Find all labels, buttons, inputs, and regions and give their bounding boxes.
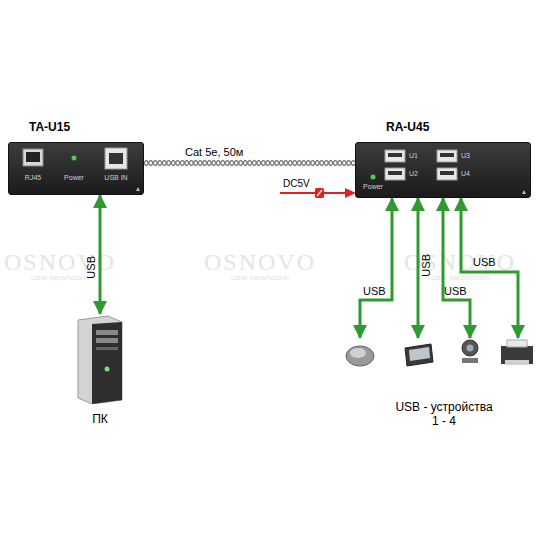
usb-link <box>100 195 101 314</box>
usb-link <box>443 198 470 338</box>
pc-drive <box>96 347 118 350</box>
devices-caption: USB - устройства 1 - 4 <box>391 401 497 429</box>
rj45-socket <box>26 152 40 162</box>
printer-tray <box>505 360 529 365</box>
usb-devices-node: USB - устройства 1 - 4 <box>335 338 535 438</box>
usb-link <box>418 198 419 338</box>
pc-front <box>92 322 122 404</box>
watermark-sub: cable transmission <box>0 274 160 282</box>
power-label: DC5V <box>283 178 310 190</box>
usb-a-port <box>437 168 457 180</box>
power-plug <box>315 188 324 198</box>
webcam-lens <box>467 345 474 352</box>
edge-label: USB <box>473 256 496 269</box>
port-label: U2 <box>409 170 423 178</box>
usb-a-port <box>385 168 405 180</box>
pc-label: ПК <box>70 413 130 427</box>
usb-line <box>360 198 392 338</box>
power-plug-mark <box>317 190 322 196</box>
port-label: U4 <box>461 170 475 178</box>
usb-line <box>99 195 102 314</box>
watermark: OSNOVO <box>0 249 160 277</box>
usb-link <box>360 198 392 338</box>
port-label: RJ45 <box>17 174 49 182</box>
power-arrow <box>280 188 356 198</box>
cable-strand <box>144 160 355 165</box>
power-led <box>72 156 77 161</box>
ta-u15-panel <box>9 143 145 196</box>
pc-led <box>105 367 110 372</box>
edge-label: Cat 5e, 50м <box>185 146 243 159</box>
corner-mark <box>522 190 526 194</box>
printer <box>501 346 533 364</box>
edge-label: USB <box>363 285 386 298</box>
device-title: RA-U45 <box>386 121 466 135</box>
watermark-sub: cable transmission <box>160 274 360 282</box>
pc-drive <box>96 330 118 335</box>
pc-side <box>78 316 122 404</box>
power-led <box>371 175 376 180</box>
scanner <box>405 344 433 366</box>
power-line <box>280 192 346 194</box>
port-label: USB IN <box>96 174 136 182</box>
watermark: OSNOVO <box>160 249 360 277</box>
ra-u45-panel <box>356 143 532 199</box>
corner-mark <box>136 187 140 191</box>
mouse <box>346 346 374 366</box>
usb-b-socket <box>109 153 123 164</box>
rj45-port <box>23 149 43 166</box>
mouse-shine <box>350 348 366 358</box>
usb-a-tongue <box>388 153 402 157</box>
device-title: TA-U15 <box>29 121 109 135</box>
usb-line <box>417 198 420 338</box>
usb-link <box>461 198 518 338</box>
edge-label: USB <box>419 254 432 277</box>
pc-node: ПК <box>70 314 130 429</box>
usb-a-port <box>437 150 457 162</box>
webcam-stand <box>462 358 478 363</box>
printer-paper <box>507 340 527 347</box>
usb-b-port <box>105 148 127 169</box>
usb-line <box>461 198 518 338</box>
cable-strand <box>144 160 355 165</box>
watermark-sub: cable transmission <box>360 274 540 282</box>
transmitter-box: TA-U15RJ45PowerUSB IN <box>8 142 144 195</box>
usb-devices <box>335 338 535 400</box>
usb-a-tongue <box>440 153 454 157</box>
pc-drive <box>96 338 118 343</box>
led-label: Power <box>57 174 91 182</box>
edge-label: USB <box>84 256 97 279</box>
receiver-box: RA-U45PowerU1U2U3U4 <box>355 142 531 198</box>
usb-a-tongue <box>388 171 402 175</box>
usb-a-port <box>385 150 405 162</box>
twisted-pair-cable <box>144 160 355 165</box>
scanner-glass <box>409 347 430 361</box>
usb-line <box>443 198 470 338</box>
usb-a-tongue <box>440 171 454 175</box>
port-label: U1 <box>409 152 423 160</box>
webcam <box>462 340 478 356</box>
port-label: U3 <box>461 152 475 160</box>
edge-label: USB <box>444 285 467 298</box>
pc-tower <box>70 314 130 404</box>
led-label: Power <box>358 183 388 191</box>
